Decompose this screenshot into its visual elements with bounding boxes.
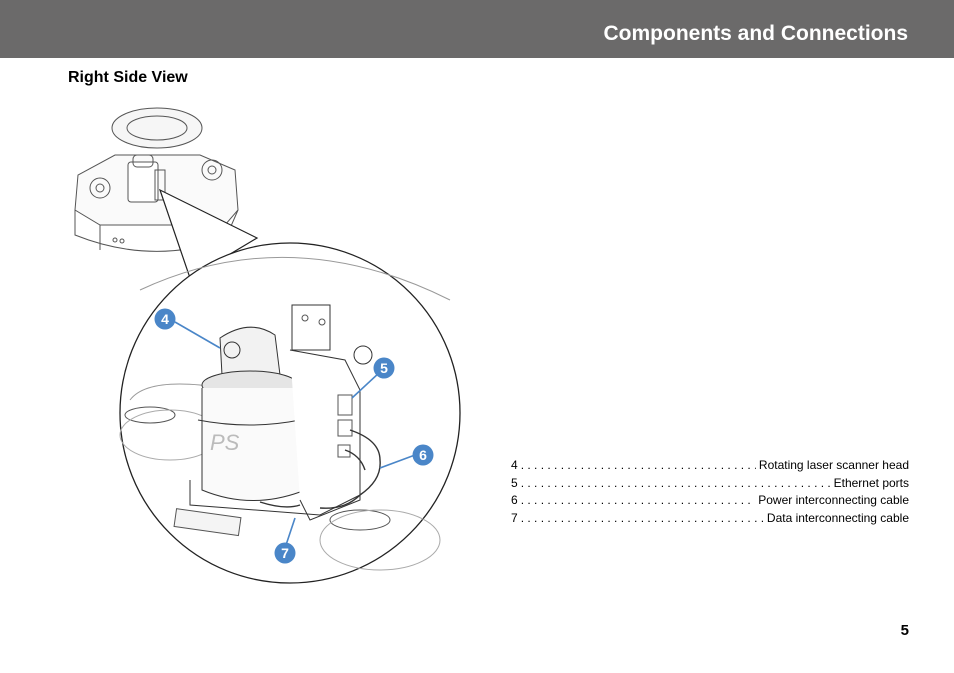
component-legend: 4 Rotating laser scanner head 5 Ethernet… [511, 457, 909, 528]
dot-leader [521, 457, 756, 475]
legend-label: Rotating laser scanner head [758, 458, 909, 472]
page-number: 5 [900, 622, 909, 639]
legend-label: Ethernet ports [833, 475, 909, 490]
legend-item: 6 Power interconnecting cable [511, 492, 909, 510]
callout-4: 4 [154, 308, 176, 330]
section-title: Right Side View [68, 69, 188, 86]
page-header: Components and Connections [0, 0, 954, 58]
callout-5: 5 [373, 357, 395, 379]
dot-leader [521, 475, 831, 493]
dot-leader [521, 510, 764, 528]
legend-label: Data interconnecting cable [766, 511, 909, 526]
svg-text:PS: PS [210, 430, 240, 455]
legend-number: 6 [511, 493, 518, 508]
dot-leader [521, 492, 756, 510]
svg-text:5: 5 [380, 360, 388, 376]
callout-7: 7 [274, 542, 296, 564]
legend-number: 7 [511, 511, 518, 526]
legend-label: Power interconnecting cable [758, 493, 909, 508]
svg-text:4: 4 [161, 311, 169, 327]
legend-item: 5 Ethernet ports [511, 475, 909, 493]
legend-item: 4 Rotating laser scanner head [511, 457, 909, 475]
svg-text:7: 7 [281, 545, 289, 561]
callout-6: 6 [412, 444, 434, 466]
svg-text:6: 6 [419, 447, 427, 463]
scanner-detail-drawing: PS [119, 256, 451, 571]
legend-number: 4 [511, 458, 518, 472]
legend-item: 7 Data interconnecting cable [511, 510, 909, 528]
robot-overview-drawing [74, 107, 239, 252]
legend-number: 5 [511, 475, 518, 490]
right-side-view-illustration: PS 4 5 6 [74, 107, 461, 584]
page-title: Components and Connections [603, 22, 909, 45]
